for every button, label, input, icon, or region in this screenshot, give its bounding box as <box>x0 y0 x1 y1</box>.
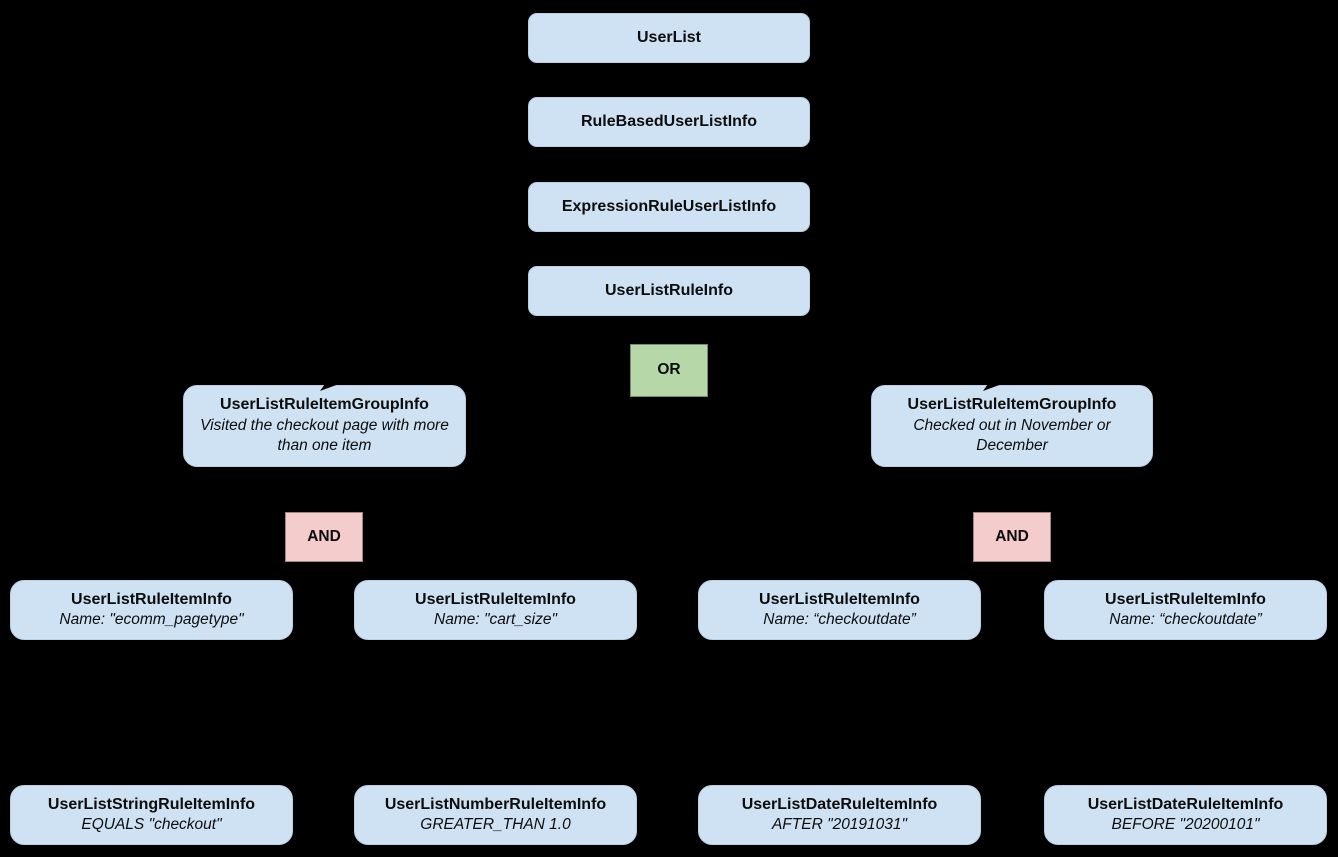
node-description: AFTER "20191031" <box>771 816 908 834</box>
node-user-list: UserList <box>528 13 810 63</box>
node-label: UserListRuleItemGroupInfo <box>220 396 429 414</box>
node-user-list-rule-info: UserListRuleInfo <box>528 266 810 316</box>
node-description: Name: “checkoutdate” <box>763 611 916 629</box>
node-label: UserListRuleItemInfo <box>415 590 576 608</box>
node-label: RuleBasedUserListInfo <box>580 112 758 130</box>
node-description: Checked out in November or December <box>913 417 1111 455</box>
node-or-operator: OR <box>630 344 708 397</box>
node-string-rule-item: UserListStringRuleItemInfo EQUALS "check… <box>10 785 293 845</box>
node-label: UserListStringRuleItemInfo <box>47 795 256 813</box>
node-label: UserListRuleItemInfo <box>71 590 232 608</box>
node-label: UserListRuleItemInfo <box>1105 590 1266 608</box>
node-label: UserListNumberRuleItemInfo <box>384 795 607 813</box>
node-rule-item-checkoutdate-2: UserListRuleItemInfo Name: “checkoutdate… <box>1044 580 1327 640</box>
node-rule-item-group-right: UserListRuleItemGroupInfo Checked out in… <box>871 385 1153 467</box>
node-label: UserListDateRuleItemInfo <box>1087 795 1284 813</box>
node-description: Name: “checkoutdate” <box>1109 611 1262 629</box>
node-label: UserListRuleItemGroupInfo <box>907 396 1117 414</box>
node-number-rule-item: UserListNumberRuleItemInfo GREATER_THAN … <box>354 785 637 845</box>
node-label: UserList <box>636 28 702 46</box>
node-description: Name: "cart_size" <box>434 611 557 629</box>
node-expression-rule-user-list-info: ExpressionRuleUserListInfo <box>528 182 810 232</box>
node-label: UserListRuleInfo <box>604 281 733 299</box>
node-rule-item-checkoutdate-1: UserListRuleItemInfo Name: “checkoutdate… <box>698 580 981 640</box>
operator-label: OR <box>657 361 681 379</box>
node-label: UserListRuleItemInfo <box>759 590 920 608</box>
node-rule-item-cart-size: UserListRuleItemInfo Name: "cart_size" <box>354 580 637 640</box>
node-description: GREATER_THAN 1.0 <box>420 816 571 834</box>
node-description: EQUALS "checkout" <box>81 816 222 834</box>
node-label: ExpressionRuleUserListInfo <box>561 197 777 215</box>
node-description: BEFORE "20200101" <box>1111 816 1260 834</box>
node-and-operator-left: AND <box>285 512 363 562</box>
node-and-operator-right: AND <box>973 512 1051 562</box>
node-rule-based-user-list-info: RuleBasedUserListInfo <box>528 97 810 147</box>
node-date-rule-item-after: UserListDateRuleItemInfo AFTER "20191031… <box>698 785 981 845</box>
node-date-rule-item-before: UserListDateRuleItemInfo BEFORE "2020010… <box>1044 785 1327 845</box>
node-label: UserListDateRuleItemInfo <box>741 795 938 813</box>
node-rule-item-group-left: UserListRuleItemGroupInfo Visited the ch… <box>183 385 466 467</box>
node-description: Visited the checkout page with more than… <box>200 417 449 455</box>
operator-label: AND <box>995 527 1029 545</box>
node-rule-item-ecomm-pagetype: UserListRuleItemInfo Name: "ecomm_pagety… <box>10 580 293 640</box>
node-description: Name: "ecomm_pagetype" <box>59 611 244 629</box>
operator-label: AND <box>307 527 341 545</box>
